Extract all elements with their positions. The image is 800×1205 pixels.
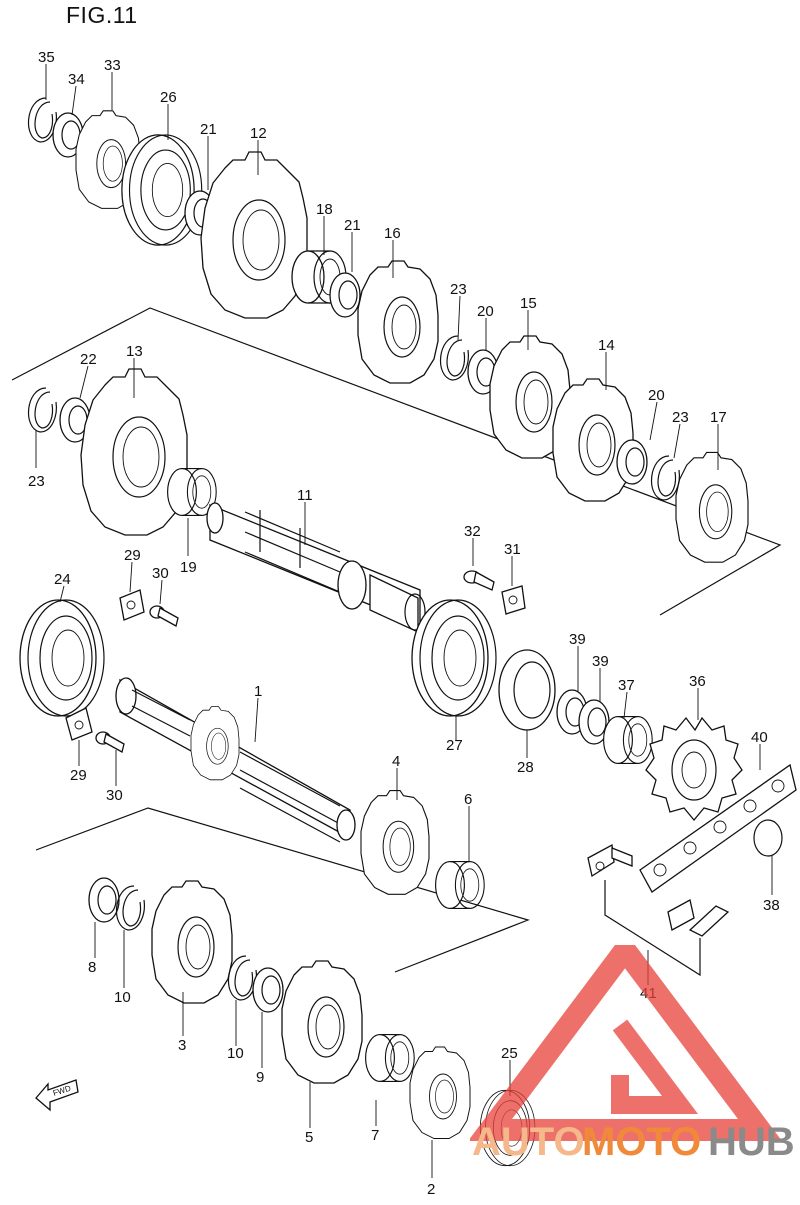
screw-30-top [149, 605, 179, 627]
clip-38 [753, 819, 783, 857]
bolt-32 [463, 570, 495, 591]
forward-arrow-icon: FWD [35, 1079, 79, 1112]
label-10a: 10 [114, 989, 131, 1006]
label-21b: 21 [344, 217, 361, 234]
label-25: 25 [501, 1045, 518, 1062]
chain-joint-group-outline [604, 880, 701, 977]
washer-9 [252, 967, 284, 1013]
drive-chain-40 [639, 763, 797, 893]
label-23a: 23 [450, 281, 467, 298]
label-1: 1 [254, 683, 262, 700]
page-title: FIG.11 [66, 2, 138, 28]
bearing-27 [411, 599, 497, 717]
label-39b: 39 [592, 653, 609, 670]
circlip-23-top [439, 335, 469, 381]
mainshaft-1 [115, 677, 356, 843]
gear-5 [281, 960, 363, 1084]
watermark-text-moto: MOTO [582, 1120, 701, 1164]
label-8: 8 [88, 959, 96, 976]
label-9: 9 [256, 1069, 264, 1086]
washer-8 [88, 877, 120, 923]
label-15: 15 [520, 295, 537, 312]
label-10b: 10 [227, 1045, 244, 1062]
gear-17 [675, 451, 749, 563]
label-2: 2 [427, 1181, 435, 1198]
gear-4 [360, 790, 430, 895]
gear-2 [409, 1046, 471, 1139]
label-26: 26 [160, 89, 177, 106]
seal-28 [498, 649, 556, 731]
watermark-text-auto: AUTO [472, 1120, 585, 1164]
label-29a: 29 [124, 547, 141, 564]
plate-29-top [119, 589, 145, 621]
washer-21-mid [329, 272, 361, 318]
label-14: 14 [598, 337, 615, 354]
bushing-6 [435, 861, 485, 909]
label-38: 38 [763, 897, 780, 914]
label-19: 19 [180, 559, 197, 576]
watermark-text-hub: HUB [708, 1120, 795, 1164]
label-28: 28 [517, 759, 534, 776]
label-5: 5 [305, 1129, 313, 1146]
label-40: 40 [751, 729, 768, 746]
gear-14 [552, 378, 634, 502]
chain-joint-41 [587, 843, 730, 937]
label-32: 32 [464, 523, 481, 540]
washer-20-right [616, 439, 648, 485]
label-7: 7 [371, 1127, 379, 1144]
label-20a: 20 [477, 303, 494, 320]
gear-3 [151, 880, 233, 1004]
label-30b: 30 [106, 787, 123, 804]
label-11: 11 [297, 487, 313, 504]
plate-31 [501, 585, 526, 615]
countershaft-11 [206, 502, 426, 634]
label-30a: 30 [152, 565, 169, 582]
label-22: 22 [80, 351, 97, 368]
label-20b: 20 [648, 387, 665, 404]
label-12: 12 [250, 125, 267, 142]
label-13: 13 [126, 343, 143, 360]
bushing-37 [603, 716, 653, 764]
countershaft-group-outline [11, 307, 782, 616]
circlip-23-left [27, 387, 57, 433]
bearing-24 [19, 599, 105, 717]
label-29b: 29 [70, 767, 87, 784]
gear-16 [357, 260, 439, 384]
label-34: 34 [68, 71, 85, 88]
label-31: 31 [504, 541, 521, 558]
label-18: 18 [316, 201, 333, 218]
label-27: 27 [446, 737, 463, 754]
circlip-23-right [650, 455, 680, 501]
label-37: 37 [618, 677, 635, 694]
mainshaft-group-outline [35, 807, 530, 973]
plate-29-bottom [65, 707, 93, 741]
label-6: 6 [464, 791, 472, 808]
circlip-35 [27, 97, 57, 143]
automotohub-watermark: AUTO MOTO HUB [470, 945, 795, 1164]
label-21a: 21 [200, 121, 217, 138]
sprocket-36 [645, 716, 743, 822]
leader-lines [35, 64, 773, 1178]
screw-30-bottom [95, 731, 125, 753]
label-4: 4 [392, 753, 400, 770]
label-33: 33 [104, 57, 121, 74]
label-39a: 39 [569, 631, 586, 648]
label-3: 3 [178, 1037, 186, 1054]
bushing-7 [365, 1034, 415, 1082]
circlip-10-left [115, 885, 145, 931]
watermark-triangle-icon [470, 945, 782, 1141]
gear-12 [200, 151, 308, 319]
label-23c: 23 [28, 473, 45, 490]
label-16: 16 [384, 225, 401, 242]
label-17: 17 [710, 409, 727, 426]
part-labels: 35 34 33 26 21 12 18 21 16 23 20 15 14 2… [28, 49, 780, 1198]
label-24: 24 [54, 571, 71, 588]
label-23b: 23 [672, 409, 689, 426]
label-35: 35 [38, 49, 55, 66]
label-36: 36 [689, 673, 706, 690]
circlip-10-right [227, 955, 257, 1001]
